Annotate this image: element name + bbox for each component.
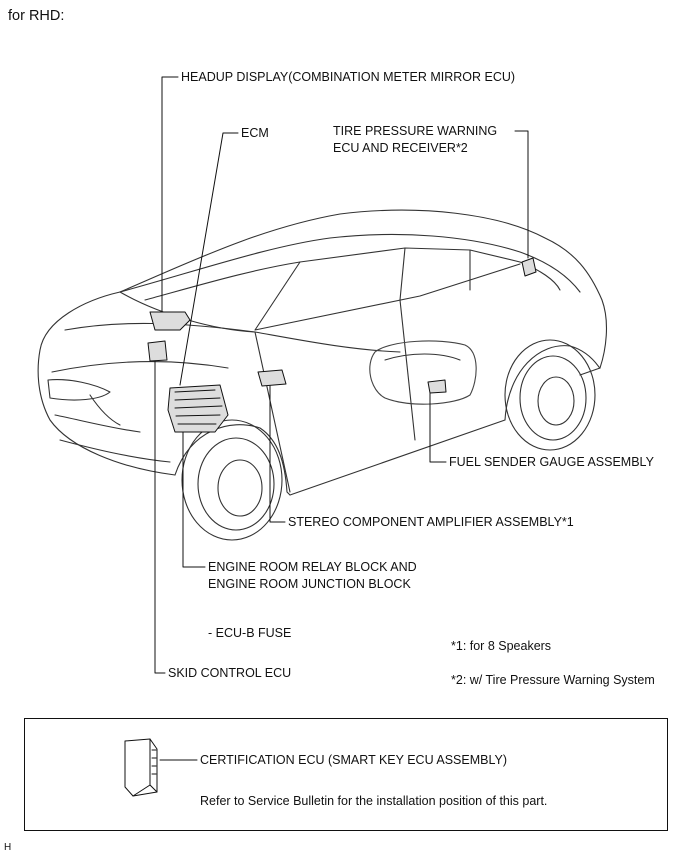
- label-ecu-b-fuse: - ECU-B FUSE: [208, 626, 292, 640]
- label-ecm: ECM: [241, 126, 269, 140]
- label-tire-pressure-line1: TIRE PRESSURE WARNING: [333, 124, 498, 138]
- refer-note: Refer to Service Bulletin for the instal…: [200, 794, 548, 808]
- note-tire-system: *2: w/ Tire Pressure Warning System: [451, 673, 655, 687]
- car-outline-icon: [37, 209, 607, 541]
- skid-ecu-part: [147, 340, 168, 362]
- tire-ecu-part: [521, 257, 537, 277]
- label-tire-pressure-line2: ECU AND RECEIVER*2: [333, 141, 468, 155]
- fuel-sender-part: [427, 379, 447, 394]
- label-fuel-sender: FUEL SENDER GAUGE ASSEMBLY: [449, 455, 654, 469]
- label-certification-ecu: CERTIFICATION ECU (SMART KEY ECU ASSEMBL…: [200, 753, 508, 767]
- certification-ecu-box: [24, 718, 668, 831]
- ecu-module-icon: [124, 738, 158, 797]
- headup-display-part: [149, 311, 191, 331]
- label-skid-control: SKID CONTROL ECU: [168, 666, 292, 680]
- note-speakers: *1: for 8 Speakers: [451, 639, 552, 653]
- label-relay-block-line1: ENGINE ROOM RELAY BLOCK AND: [208, 560, 417, 574]
- relay-block-part: [167, 384, 229, 433]
- label-stereo-amplifier: STEREO COMPONENT AMPLIFIER ASSEMBLY*1: [288, 515, 574, 529]
- label-headup-display: HEADUP DISPLAY(COMBINATION METER MIRROR …: [181, 70, 516, 84]
- footer-code: H: [4, 842, 12, 853]
- stereo-amp-part: [257, 369, 287, 387]
- page-header: for RHD:: [8, 8, 65, 24]
- label-relay-block-line2: ENGINE ROOM JUNCTION BLOCK: [208, 577, 411, 591]
